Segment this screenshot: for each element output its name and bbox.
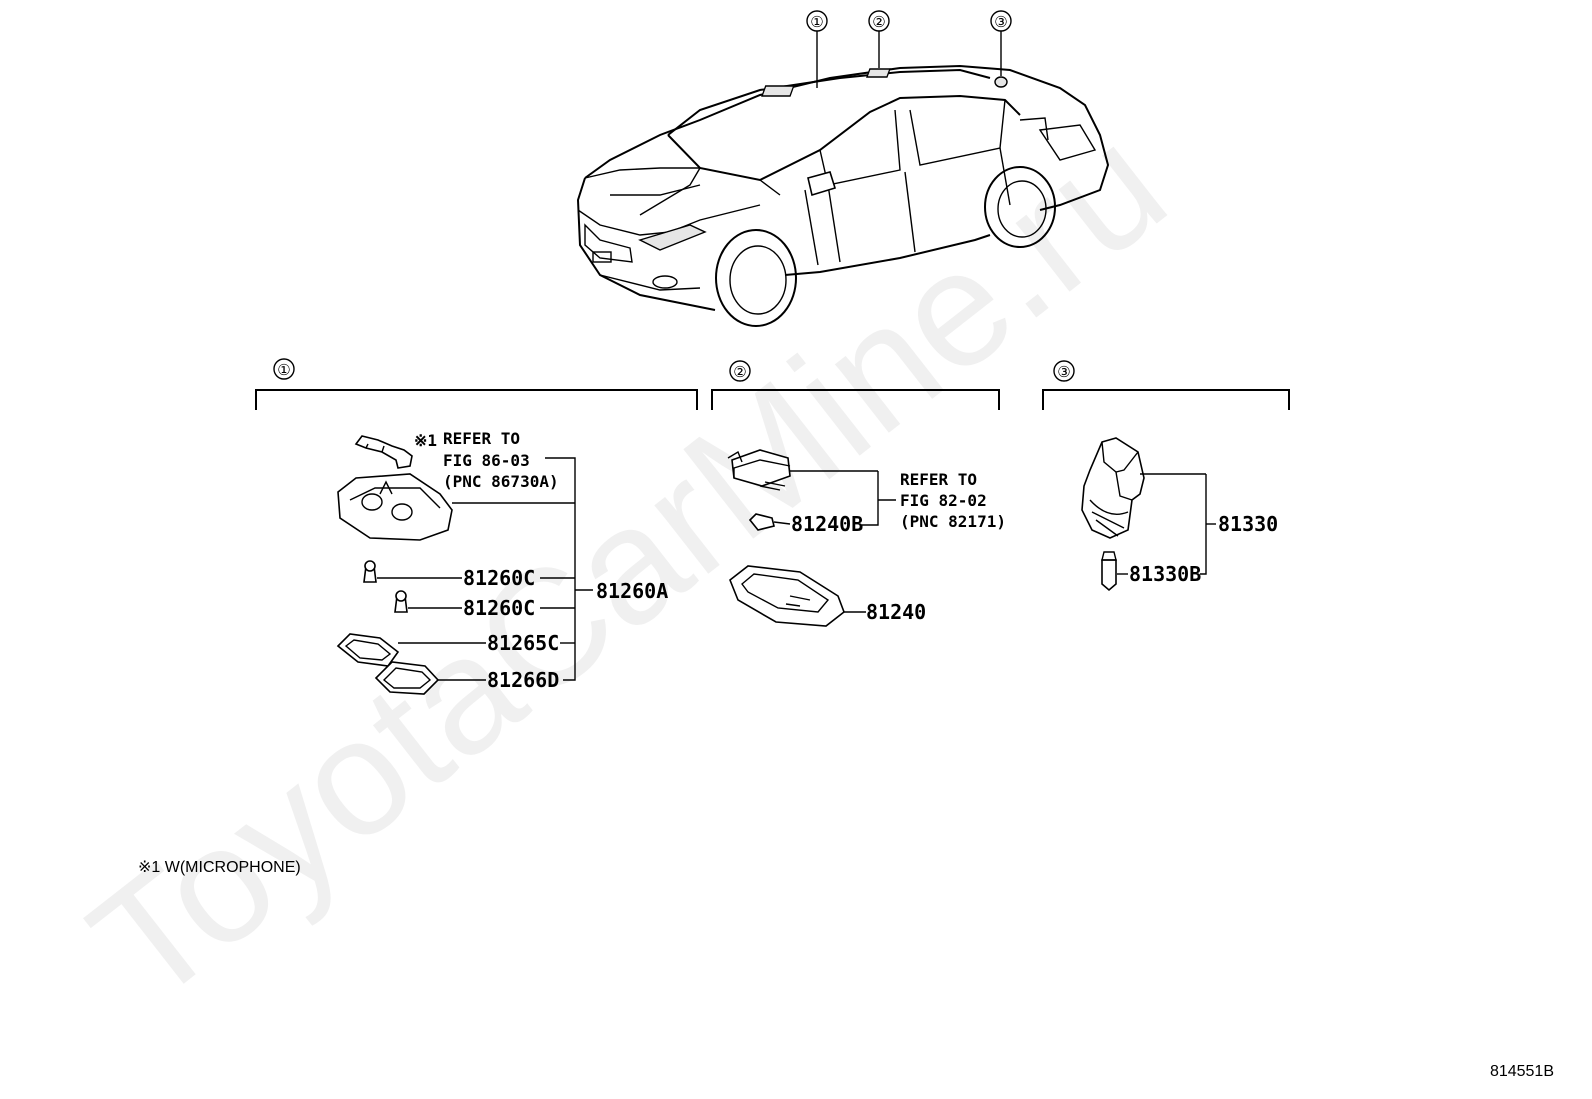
car-callout-2: ② — [868, 10, 890, 68]
watermark-text: ToyotaCarMine.ru — [58, 91, 1197, 1038]
part-label-81265c: 81265C — [487, 631, 559, 655]
car-illustration — [576, 64, 1110, 327]
part-label-81240: 81240 — [866, 600, 926, 624]
group-1-reference-line-3: (PNC 86730A) — [443, 472, 559, 491]
group-1-note-mark: ※1 — [414, 431, 437, 450]
part-label-81330b: 81330B — [1129, 562, 1201, 586]
figure-id: 814551B — [1490, 1063, 1554, 1080]
group-2-reference-line-2: FIG 82-02 — [900, 491, 987, 510]
car-callout-3: ③ — [990, 10, 1012, 76]
group-1-reference-line-1: REFER TO — [443, 429, 520, 448]
part-label-81330: 81330 — [1218, 512, 1278, 536]
lamp-housing-81260a — [337, 473, 453, 541]
cover-81266d — [374, 661, 440, 695]
car-callout-1-number: ① — [810, 13, 823, 31]
part-label-81240b: 81240B — [791, 512, 863, 536]
car-callout-2-number: ② — [872, 13, 885, 31]
bulb-81260c-2 — [394, 590, 408, 613]
microphone-part — [354, 435, 413, 469]
center-roof-lamp — [866, 68, 891, 78]
bulb-81330b — [1101, 551, 1117, 592]
car-callout-1: ① — [806, 10, 828, 88]
group-2-reference-line-1: REFER TO — [900, 470, 977, 489]
group-3-bracket — [1042, 389, 1290, 410]
group-2-reference-line-3: (PNC 82171) — [900, 512, 1006, 531]
part-label-81260a: 81260A — [596, 579, 668, 603]
part-label-81266d: 81266D — [487, 668, 559, 692]
part-label-81260c-2: 81260C — [463, 596, 535, 620]
lamp-81330 — [1081, 437, 1145, 539]
group-1-number: ① — [277, 361, 290, 379]
rear-lamp — [994, 76, 1008, 88]
front-roof-lamp — [761, 85, 795, 97]
door-switch-connector — [727, 449, 791, 491]
group-2-number: ② — [733, 363, 746, 381]
group-3-number: ③ — [1057, 363, 1070, 381]
group-1-reference-line-2: FIG 86-03 — [443, 451, 530, 470]
group-2-bracket — [711, 389, 1000, 410]
group-1-bracket — [255, 389, 698, 410]
car-callout-3-number: ③ — [994, 13, 1007, 31]
group-3: ③ 81330B 81330 — [1042, 360, 1290, 592]
group-1: ① ※1 REFER TO FIG 86-03 (PNC 86730A) 812… — [255, 358, 698, 695]
footnote-microphone: ※1 W(MICROPHONE) — [138, 859, 301, 876]
lens-81240 — [729, 565, 845, 627]
bulb-81260c-1 — [363, 560, 377, 583]
group-2: ② 81240B REFER TO FIG 82-02 (PNC 82171) … — [711, 360, 1006, 627]
part-label-81260c-1: 81260C — [463, 566, 535, 590]
bulb-81240b — [748, 513, 791, 531]
lens-81265c — [336, 633, 400, 667]
